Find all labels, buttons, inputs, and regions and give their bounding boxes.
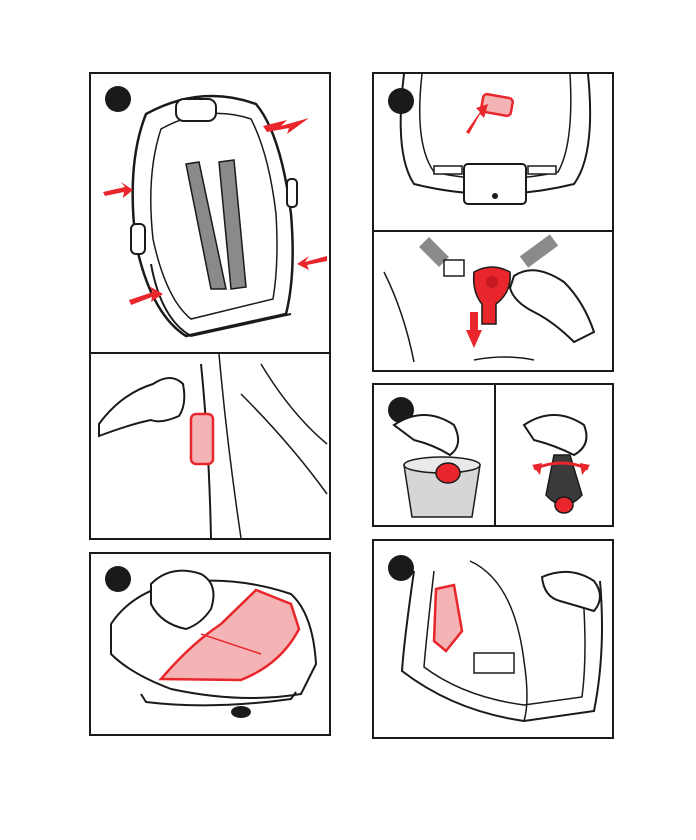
buckle-rinse-illustration <box>374 385 612 525</box>
hand-icon <box>524 415 586 455</box>
cover-removal-illustration <box>91 554 329 734</box>
harness-strap-right <box>219 160 246 289</box>
base-pad-illustration <box>374 541 612 737</box>
arrow-icon <box>466 104 488 134</box>
hand-icon <box>151 571 213 629</box>
buckle-icon <box>555 497 573 513</box>
hand-icon <box>542 572 600 611</box>
buckle-icon <box>436 463 460 483</box>
buckle-button-illustration <box>374 74 612 230</box>
hand-icon <box>99 378 184 436</box>
arrow-icon <box>466 312 482 348</box>
harness-strap-left <box>186 162 226 289</box>
buckle-icon <box>474 267 511 324</box>
hand-pad-illustration <box>91 354 329 540</box>
pad-icon <box>434 585 462 651</box>
buckle-release-illustration <box>374 232 612 372</box>
pad-icon <box>191 414 213 464</box>
panel-seat-overview <box>89 72 331 540</box>
panel-buckle <box>372 72 614 372</box>
panel-cover-removal <box>89 552 331 736</box>
panel-buckle-rinse <box>372 383 614 527</box>
panel-base-pad <box>372 539 614 739</box>
hand-icon <box>510 270 594 342</box>
hand-icon <box>394 415 458 455</box>
